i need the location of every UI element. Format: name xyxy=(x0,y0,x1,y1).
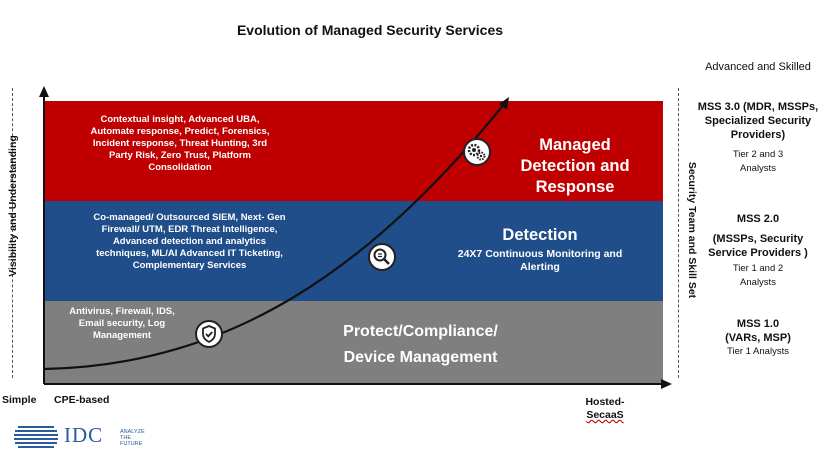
growth-curve xyxy=(44,102,506,371)
x-axis-arrowhead xyxy=(661,379,672,389)
x-axis-end-label: Hosted- SecaaS xyxy=(585,396,625,421)
idc-logo: IDC ANALYZE THE FUTURE xyxy=(14,423,164,453)
y-axis-arrowhead xyxy=(39,86,49,97)
detection-features: Co-managed/ Outsourced SIEM, Next- Gen F… xyxy=(93,212,286,271)
protect-title: Protect/Compliance/ Device Management xyxy=(343,323,498,366)
logo-text: IDC xyxy=(64,423,104,447)
diagram-title: Evolution of Managed Security Services xyxy=(236,22,504,38)
detection-subtitle: 24X7 Continuous Monitoring and Alerting xyxy=(457,248,623,273)
band-mdr xyxy=(45,101,663,201)
tier-mss2: MSS 2.0 (MSSPs, Security Service Provide… xyxy=(708,213,808,288)
logo-tagline: ANALYZE THE FUTURE xyxy=(120,429,145,447)
left-dashed-line xyxy=(12,88,13,378)
tier-mss1: MSS 1.0 (VARs, MSP) Tier 1 Analysts xyxy=(725,318,791,357)
right-dashed-line xyxy=(678,88,679,378)
gears-icon xyxy=(463,138,491,166)
growth-curve-arrowhead xyxy=(499,97,509,110)
globe-icon xyxy=(14,426,58,448)
mdr-title: Managed Detection and Response xyxy=(520,136,630,196)
band-detection xyxy=(45,201,663,301)
x-axis-start-label: CPE-based xyxy=(54,394,110,406)
detection-title: Detection xyxy=(502,226,578,244)
protect-features: Antivirus, Firewall, IDS, Email security… xyxy=(69,306,175,341)
tier-mss3: MSS 3.0 (MDR, MSSPs, Specialized Securit… xyxy=(697,101,819,174)
magnifier-icon xyxy=(368,243,396,271)
x-axis-left-label: Simple xyxy=(2,394,37,406)
top-right-label: Advanced and Skilled xyxy=(705,61,811,73)
shield-check-icon xyxy=(195,320,223,348)
band-protect xyxy=(45,301,663,383)
mdr-features: Contextual insight, Advanced UBA, Automa… xyxy=(90,114,270,173)
